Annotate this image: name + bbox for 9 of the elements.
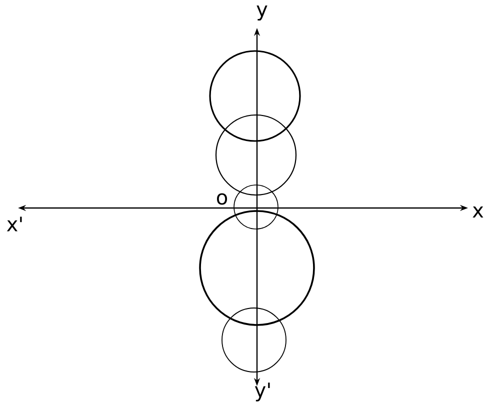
circle xyxy=(209,50,301,142)
circle xyxy=(234,184,278,230)
axis-label: x' xyxy=(6,216,22,232)
axis-label: y xyxy=(256,5,268,21)
axis-label: o xyxy=(217,193,228,205)
circle xyxy=(222,308,286,372)
circle xyxy=(199,210,315,326)
axis-label: y' xyxy=(254,382,270,402)
axis-label: x xyxy=(472,206,484,218)
